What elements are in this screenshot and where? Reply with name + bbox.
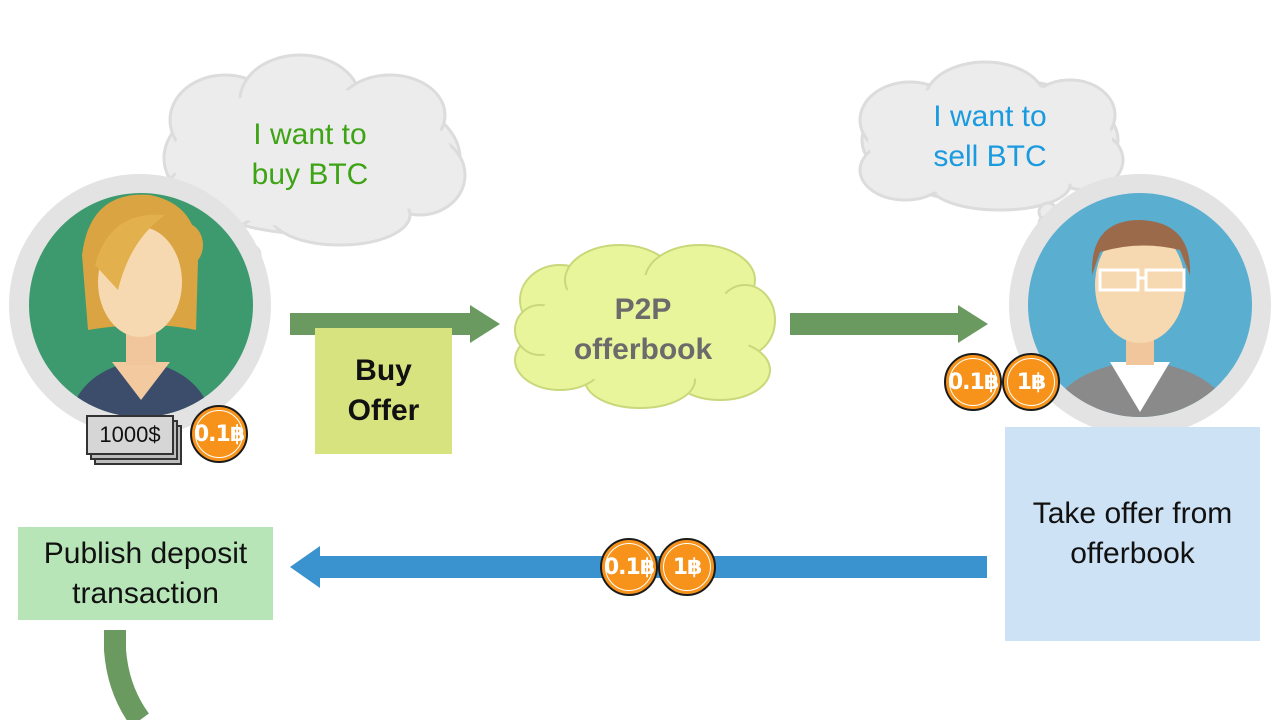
transfer-coin-amount: 1฿: [658, 538, 716, 596]
transfer-coin-deposit: 0.1฿: [600, 538, 658, 596]
buyer-btc-coin: 0.1฿: [190, 405, 248, 463]
cash-bill-label: 1000$: [86, 415, 174, 455]
offerbook-line-2: offerbook: [573, 333, 713, 366]
take-offer-line-1: Take offer from: [1032, 497, 1233, 530]
publish-line-1: Publish deposit: [43, 536, 248, 570]
seller-thought-text: I want to sell BTC: [890, 97, 1090, 177]
buy-offer-line-1: Buy: [355, 354, 412, 387]
buyer-thought-line-2: buy BTC: [251, 158, 369, 191]
seller-avatar: [1009, 174, 1271, 436]
publish-deposit-box: Publish deposit transaction: [18, 527, 273, 620]
cash-stack: 1000$: [86, 415, 186, 467]
offerbook-label: P2P offerbook: [543, 290, 743, 370]
publish-line-2: transaction: [72, 576, 219, 610]
offerbook-line-1: P2P: [614, 293, 672, 326]
buyer-avatar: [9, 174, 271, 436]
buyer-thought-text: I want to buy BTC: [210, 115, 410, 195]
buyer-thought-line-1: I want to: [253, 118, 367, 151]
take-offer-box: Take offer from offerbook: [1005, 427, 1260, 641]
seller-coin-deposit: 0.1฿: [944, 353, 1002, 411]
buy-offer-line-2: Offer: [347, 394, 420, 427]
arrow-offerbook-to-seller: [790, 305, 988, 343]
seller-coin-amount: 1฿: [1002, 353, 1060, 411]
buy-offer-box: Buy Offer: [315, 328, 452, 454]
seller-thought-line-2: sell BTC: [933, 140, 1047, 173]
arrow-deposit-down: [104, 630, 150, 720]
take-offer-line-2: offerbook: [1070, 537, 1195, 570]
seller-thought-line-1: I want to: [933, 100, 1047, 133]
